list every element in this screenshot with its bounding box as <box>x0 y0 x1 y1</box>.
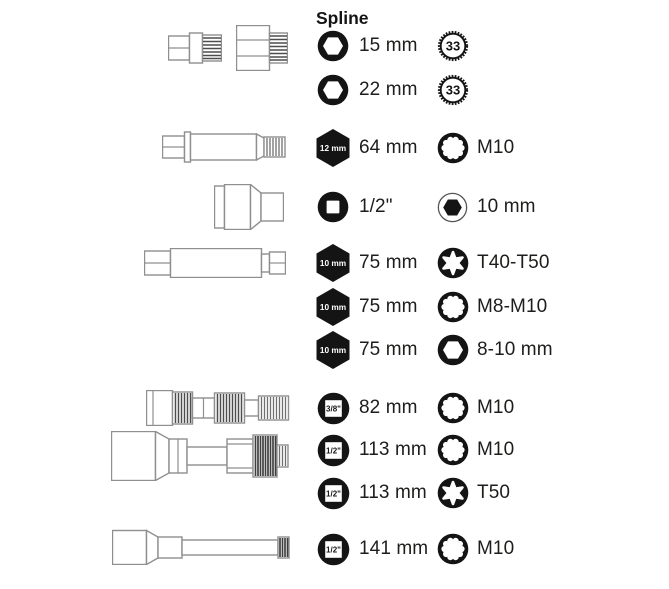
spline-drive-icon <box>437 132 471 164</box>
spline-drive-icon <box>437 291 471 323</box>
spline-drive-icon <box>437 392 471 424</box>
hex-bit-icon: 10 mm <box>313 243 353 283</box>
square-drive-icon: 1/2" <box>313 477 353 510</box>
size-label: 15 mm <box>359 35 418 56</box>
drive-spec: 10 mm <box>437 187 536 227</box>
square-drive-icon: 1/2" <box>313 434 353 467</box>
size-label: 75 mm <box>359 296 418 317</box>
hex-ring-icon <box>313 30 353 62</box>
square-drive-icon: 3/8" <box>313 392 353 425</box>
hex-bit-icon: 10 mm <box>313 287 353 327</box>
spec-row: 10 mm 75 mm M8-M10 <box>313 287 669 327</box>
size-label: 75 mm <box>359 252 418 273</box>
spec-row: 10 mm 75 mm T40-T50 <box>313 243 669 283</box>
section-title: Spline <box>316 8 369 28</box>
size-spec: 22 mm <box>313 70 418 110</box>
square-drive-size: 1/2" <box>326 545 341 554</box>
size-spec: 10 mm 75 mm <box>313 243 418 283</box>
size-spec: 1/2" <box>313 187 393 227</box>
knurl-badge-icon: 33 <box>437 74 471 106</box>
drive-spec: 33 <box>437 26 471 66</box>
size-spec: 1/2" 113 mm <box>313 430 427 470</box>
hex-bit-size: 10 mm <box>320 258 346 268</box>
square-drive-size: 1/2" <box>326 446 341 455</box>
spec-row: 15 mm 33 <box>313 26 669 66</box>
spline-bit-socket-113-illustration <box>111 431 289 481</box>
size-label: 64 mm <box>359 137 418 158</box>
size-label: 82 mm <box>359 397 418 418</box>
hex-solid-icon <box>437 192 471 223</box>
hex-bit-icon: 12 mm <box>313 128 353 168</box>
torx-icon <box>437 477 471 509</box>
spec-row: 12 mm 64 mm M10 <box>313 128 669 168</box>
hex-ring-icon <box>437 334 471 366</box>
spec-row: 1/2" 113 mm M10 <box>313 430 669 470</box>
size-spec: 10 mm 75 mm <box>313 287 418 327</box>
drive-spec: M10 <box>437 430 514 470</box>
size-label: 113 mm <box>359 439 427 460</box>
drive-spec: M10 <box>437 388 514 428</box>
drive-label: M10 <box>477 538 515 559</box>
spline-bit-socket-141-illustration <box>112 529 290 565</box>
drive-label: M10 <box>477 397 515 418</box>
size-spec: 1/2" 141 mm <box>313 529 428 569</box>
knurl-badge-icon: 33 <box>437 30 471 62</box>
socket-adapter-illustration <box>214 184 284 230</box>
double-hex-bit-long-illustration <box>144 248 286 278</box>
size-spec: 3/8" 82 mm <box>313 388 418 428</box>
spec-row: 22 mm 33 <box>313 70 669 110</box>
size-label: 1/2" <box>359 196 393 217</box>
spec-row: 10 mm 75 mm 8-10 mm <box>313 330 669 370</box>
spec-row: 1/2" 141 mm M10 <box>313 529 669 569</box>
drive-label: M10 <box>477 137 515 158</box>
torx-icon <box>437 247 471 279</box>
hex-bit-size: 10 mm <box>320 302 346 312</box>
drive-spec: M10 <box>437 128 514 168</box>
drive-label: T50 <box>477 482 511 503</box>
hex-bit-icon: 10 mm <box>313 330 353 370</box>
knurl-badge-value: 33 <box>446 39 460 54</box>
hex-bit-size: 10 mm <box>320 345 346 355</box>
square-drive-size: 1/2" <box>326 489 341 498</box>
spec-row: 1/2" 10 mm <box>313 187 669 227</box>
size-label: 22 mm <box>359 79 418 100</box>
drive-label: M8-M10 <box>477 296 548 317</box>
drive-label: M10 <box>477 439 515 460</box>
drive-spec: M8-M10 <box>437 287 547 327</box>
square-drive-size: 3/8" <box>326 404 341 413</box>
drive-spec: T40-T50 <box>437 243 550 283</box>
drive-spec: M10 <box>437 529 514 569</box>
spline-socket-short-large-illustration <box>236 25 288 71</box>
size-label: 75 mm <box>359 339 418 360</box>
spline-bit-long-illustration <box>162 131 286 163</box>
size-spec: 1/2" 113 mm <box>313 473 427 513</box>
drive-label: T40-T50 <box>477 252 550 273</box>
spec-row: 3/8" 82 mm M10 <box>313 388 669 428</box>
size-label: 141 mm <box>359 538 429 559</box>
knurl-badge-value: 33 <box>446 83 460 98</box>
size-label: 113 mm <box>359 482 427 503</box>
square-ring-icon <box>313 191 353 223</box>
drive-label: 8-10 mm <box>477 339 553 360</box>
spline-bit-socket-82-illustration <box>146 390 290 426</box>
size-spec: 10 mm 75 mm <box>313 330 418 370</box>
drive-spec: 8-10 mm <box>437 330 553 370</box>
size-spec: 12 mm 64 mm <box>313 128 418 168</box>
spline-drive-icon <box>437 434 471 466</box>
spline-socket-short-small-illustration <box>168 32 222 64</box>
hex-ring-icon <box>313 74 353 106</box>
drive-spec: T50 <box>437 473 510 513</box>
drive-label: 10 mm <box>477 196 536 217</box>
drive-spec: 33 <box>437 70 471 110</box>
square-drive-icon: 1/2" <box>313 533 353 566</box>
size-spec: 15 mm <box>313 26 418 66</box>
spec-row: 1/2" 113 mm T50 <box>313 473 669 513</box>
hex-bit-size: 12 mm <box>320 143 346 153</box>
spline-drive-icon <box>437 533 471 565</box>
